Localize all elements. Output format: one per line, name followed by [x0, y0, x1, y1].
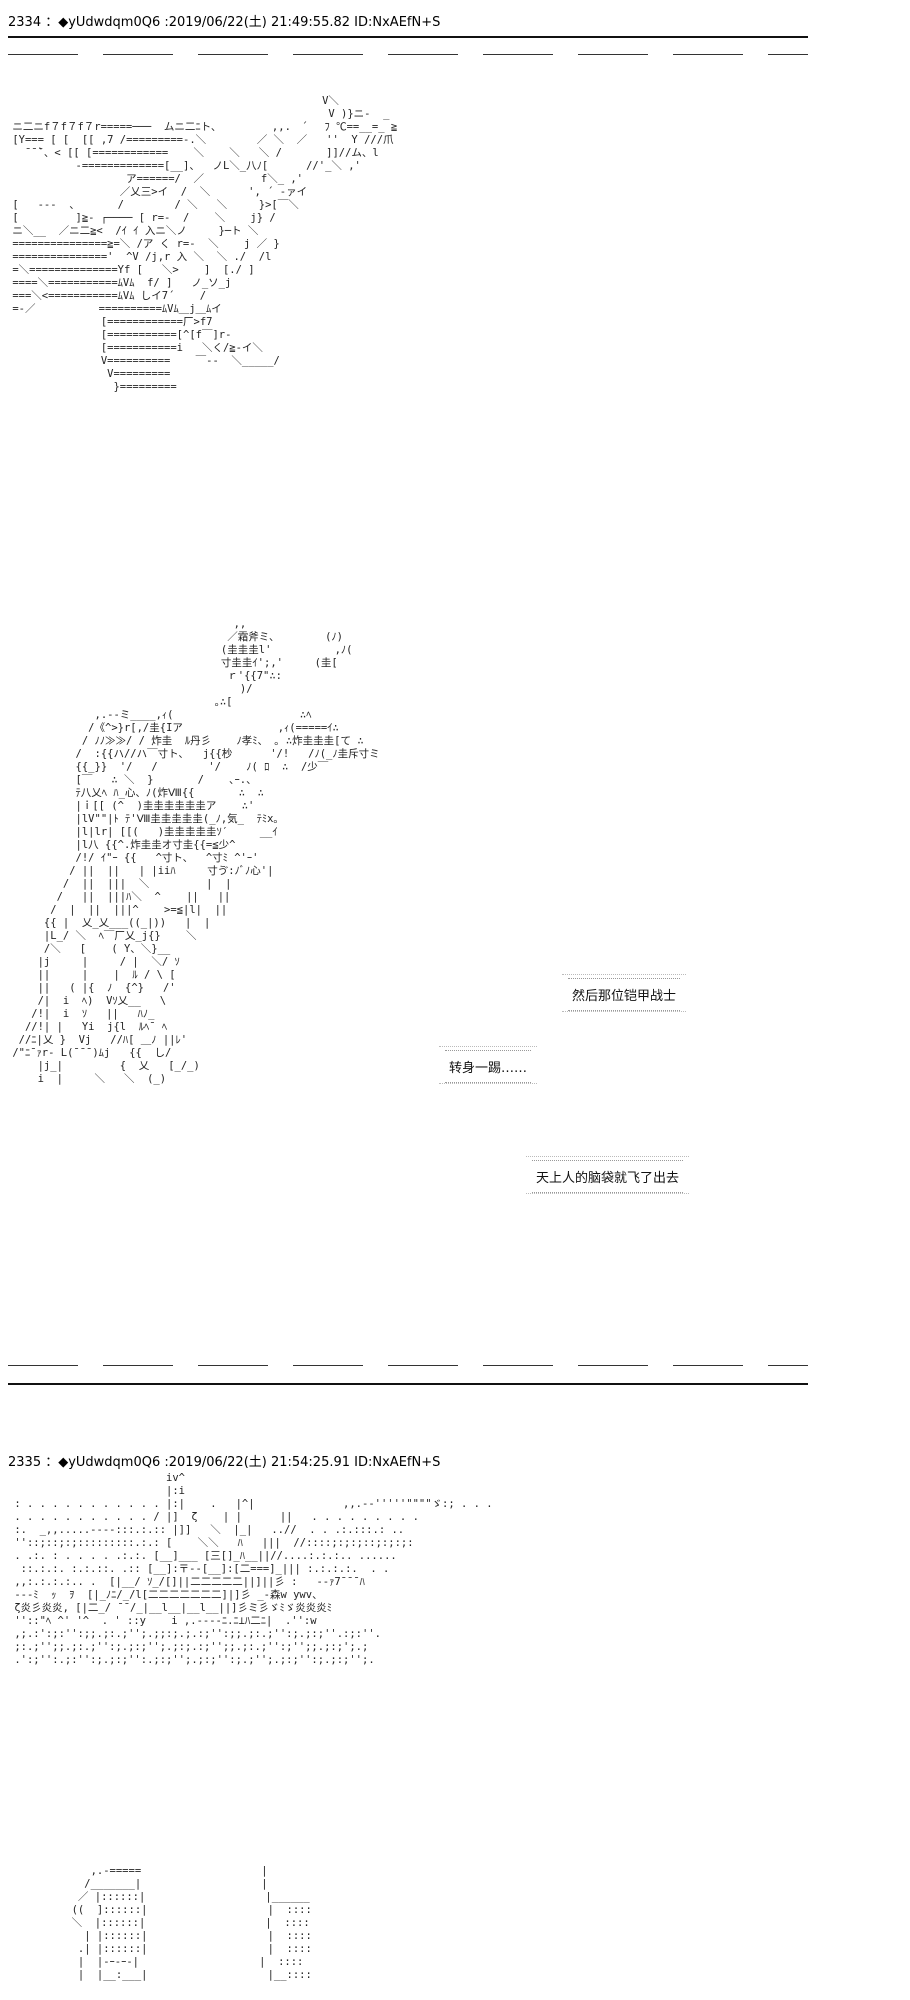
post-header: 2334 ：◆yUdwdqm0Q6 :2019/06/22(土) 21:49:5… — [8, 15, 441, 30]
post-divider — [8, 1383, 808, 1385]
ascii-art-figures: ,.-===== | /_______| | ／ |::::::| |_____… — [71, 1865, 312, 1981]
caption-armored-warrior: 然后那位铠甲战士 — [561, 974, 687, 1012]
caption-head-flew: 天上人的脑袋就飞了出去 — [525, 1156, 690, 1194]
caption-turn-kick: 转身一踢…… — [438, 1046, 538, 1084]
ascii-art-castle: iv^ |:i : . . . . . . . . . . . |:| . |^… — [14, 1472, 493, 1666]
post-header: 2335 ：◆yUdwdqm0Q6 :2019/06/22(土) 21:54:2… — [8, 1455, 441, 1470]
ascii-art-kick: ,, ／霜斧ミ､ (ﾉ) (圭圭圭l' ,ﾉ( 寸圭圭ｲ';,' (圭[ ｒ'{… — [12, 618, 380, 1085]
dash-separator-bottom — [8, 1365, 808, 1366]
header-underline — [8, 36, 808, 38]
ascii-art-mecha: V＼ V )}ニ- _ ニ二ニf７f７f７r=====─── ムニ二ﾆト、 ,,… — [12, 95, 398, 393]
dash-separator — [8, 54, 808, 55]
